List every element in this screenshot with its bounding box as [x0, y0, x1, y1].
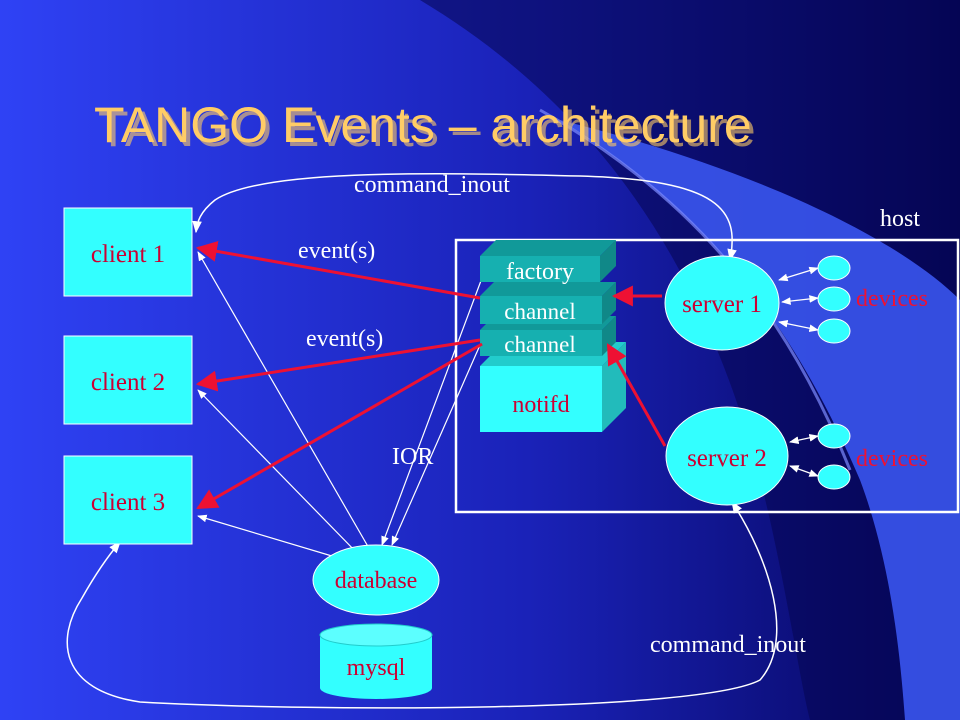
ior-label: IOR	[392, 444, 433, 470]
device-group-1	[817, 255, 851, 344]
event-label-1: event(s)	[298, 238, 375, 264]
client-1: client 1	[63, 207, 193, 297]
event-arrows	[195, 240, 667, 510]
device-links	[778, 266, 819, 477]
devices-1-label: devices	[856, 286, 928, 312]
server-1: server 1	[664, 255, 780, 351]
channel-1-box: channel	[480, 282, 616, 324]
mysql-label: mysql	[347, 655, 406, 681]
factory-label: factory	[506, 259, 574, 285]
client-1-label: client 1	[91, 241, 165, 268]
page-title-shadow: TANGO Events – architecture	[98, 101, 756, 157]
notifd-label: notifd	[512, 392, 569, 418]
client-2-label: client 2	[91, 369, 165, 396]
database-label: database	[335, 568, 418, 594]
channel-1-label: channel	[504, 299, 576, 324]
background-swoosh-dark	[420, 0, 960, 720]
command-inout-bottom-arc	[66, 500, 778, 709]
channel-2-label: channel	[504, 332, 576, 357]
background-swoosh-light	[560, 120, 960, 720]
devices-2-label: devices	[856, 446, 928, 472]
factory-box: factory	[480, 240, 616, 285]
server-2: server 2	[665, 406, 789, 506]
command-inout-bottom-label: command_inout	[650, 632, 806, 658]
host-label: host	[880, 206, 920, 232]
command-inout-top-arc	[192, 173, 737, 262]
page-title: TANGO Events – architecture	[94, 97, 752, 153]
command-inout-top-label: command_inout	[354, 172, 510, 198]
mysql-cylinder: mysql	[319, 623, 433, 699]
server-1-label: server 1	[682, 291, 762, 318]
client-3-label: client 3	[91, 489, 165, 516]
database-node: database	[312, 544, 440, 616]
event-label-2: event(s)	[306, 326, 383, 352]
server-2-label: server 2	[687, 445, 767, 472]
device-group-2	[817, 423, 851, 490]
client-3: client 3	[63, 455, 193, 545]
database-links	[197, 251, 485, 563]
client-2: client 2	[63, 335, 193, 425]
